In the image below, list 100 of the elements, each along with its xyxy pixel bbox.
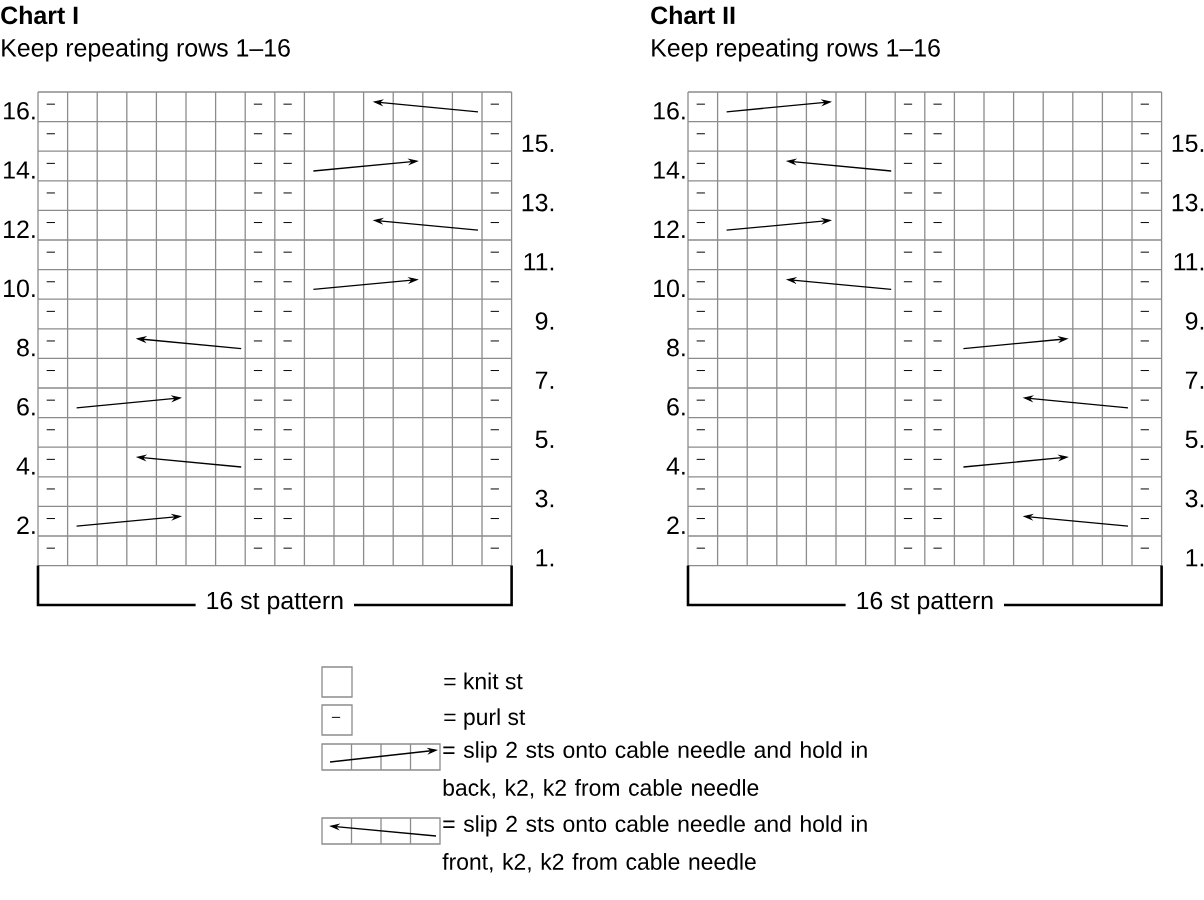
purl-symbol: –: [46, 162, 55, 164]
purl-symbol: –: [490, 192, 499, 194]
purl-symbol: –: [1140, 310, 1149, 312]
purl-symbol: –: [903, 192, 913, 194]
purl-symbol: –: [1140, 222, 1149, 224]
row-number: 10.: [4, 279, 35, 298]
purl-symbol: –: [283, 251, 292, 253]
purl-symbol: –: [490, 310, 499, 312]
purl-symbol: –: [253, 488, 263, 490]
purl-symbol: –: [490, 340, 499, 342]
row-number: 7.: [535, 371, 554, 389]
row-number: 2.: [667, 516, 685, 534]
purl-symbol: –: [903, 340, 913, 342]
purl-symbol: –: [903, 310, 913, 312]
purl-symbol: –: [253, 103, 263, 105]
purl-symbol: –: [490, 103, 499, 105]
purl-symbol: –: [46, 133, 55, 135]
legend-text: = slip 2 sts onto cable needle and hold in back, k2, k2 from cable needle: [443, 741, 867, 799]
row-number: 15.: [1172, 134, 1204, 153]
purl-symbol: –: [46, 340, 55, 342]
purl-symbol: –: [933, 518, 942, 520]
row-number: 15.: [522, 134, 554, 153]
purl-symbol: –: [696, 370, 705, 372]
purl-symbol: –: [933, 103, 942, 105]
row-number: 8.: [17, 338, 35, 357]
row-number: 3.: [535, 489, 554, 508]
purl-symbol: –: [933, 399, 942, 401]
purl-symbol: –: [1140, 103, 1149, 105]
purl-symbol: –: [933, 370, 942, 372]
purl-symbol: –: [46, 251, 55, 253]
row-number: 5.: [1185, 430, 1204, 449]
purl-symbol: –: [490, 281, 499, 283]
row-number: 5.: [535, 430, 554, 449]
purl-symbol: –: [903, 370, 913, 372]
purl-symbol: –: [490, 370, 499, 372]
purl-symbol: –: [903, 281, 913, 283]
purl-symbol: –: [490, 133, 499, 135]
purl-symbol: –: [490, 251, 499, 253]
purl-symbol: –: [933, 340, 942, 342]
purl-symbol: –: [253, 518, 263, 520]
row-number: 16.: [4, 102, 35, 120]
purl-symbol: –: [283, 310, 292, 312]
purl-symbol: –: [46, 281, 55, 283]
purl-symbol: –: [933, 192, 942, 194]
purl-symbol: –: [283, 192, 292, 194]
purl-symbol: –: [933, 488, 942, 490]
purl-symbol: –: [1140, 162, 1149, 164]
legend-text: = slip 2 sts onto cable needle and hold in front, k2, k2 from cable needle: [442, 815, 867, 873]
row-number: 11.: [1174, 253, 1204, 271]
purl-symbol: –: [283, 133, 292, 135]
purl-symbol: –: [283, 103, 292, 105]
purl-symbol: –: [696, 251, 705, 253]
purl-symbol: –: [490, 458, 499, 460]
legend-text: = knit st: [444, 672, 523, 690]
row-number: 1.: [1186, 549, 1204, 567]
row-number: 13.: [1172, 193, 1204, 212]
purl-symbol: –: [1140, 488, 1149, 490]
chart-subtitle: Keep repeating rows 1–16: [652, 38, 940, 62]
row-number: 9.: [1185, 312, 1204, 330]
purl-symbol: –: [933, 162, 942, 164]
purl-symbol: –: [696, 281, 705, 283]
row-number: 6.: [667, 398, 685, 416]
purl-symbol: –: [490, 429, 499, 431]
purl-symbol: –: [903, 518, 913, 520]
row-number: 16.: [654, 102, 685, 120]
purl-symbol: –: [933, 133, 942, 135]
purl-symbol: –: [283, 458, 292, 460]
purl-symbol: –: [903, 222, 913, 224]
purl-symbol: –: [253, 133, 263, 135]
purl-symbol: –: [253, 251, 263, 253]
purl-symbol: –: [903, 488, 913, 490]
purl-symbol: –: [46, 488, 55, 490]
purl-symbol: –: [46, 370, 55, 372]
purl-symbol: –: [1140, 399, 1149, 401]
purl-symbol: –: [1140, 281, 1149, 283]
row-number: 10.: [654, 279, 685, 298]
purl-symbol: –: [1140, 458, 1149, 460]
purl-symbol: –: [1140, 133, 1149, 135]
purl-symbol: –: [490, 488, 499, 490]
purl-symbol: –: [46, 192, 55, 194]
purl-symbol: –: [283, 281, 292, 283]
purl-symbol: –: [933, 310, 942, 312]
purl-symbol: –: [253, 458, 263, 460]
purl-symbol: –: [696, 192, 705, 194]
purl-symbol: –: [903, 429, 913, 431]
purl-symbol: –: [283, 340, 292, 342]
purl-symbol: –: [253, 281, 263, 283]
purl-symbol: –: [1140, 518, 1149, 520]
purl-symbol: –: [490, 399, 499, 401]
purl-symbol: –: [283, 370, 292, 372]
chart-subtitle: Keep repeating rows 1–16: [2, 38, 290, 62]
row-number: 8.: [667, 338, 685, 357]
purl-symbol: –: [46, 429, 55, 431]
row-number: 14.: [654, 161, 685, 179]
purl-symbol: –: [283, 222, 292, 224]
purl-symbol: –: [696, 222, 705, 224]
bracket-label: 16 st pattern: [845, 589, 1004, 617]
purl-symbol: –: [253, 192, 263, 194]
purl-symbol: –: [490, 162, 499, 164]
purl-symbol: –: [696, 310, 705, 312]
